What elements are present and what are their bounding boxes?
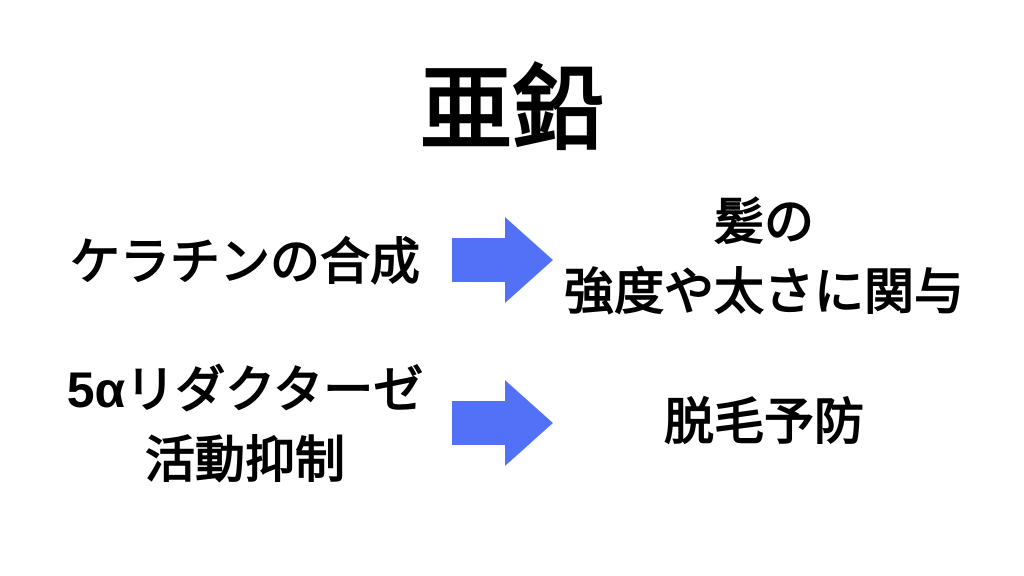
row2-effect-line1: 脱毛予防 <box>664 394 864 450</box>
row2-cause-line2: 活動抑制 <box>145 432 345 488</box>
row2-cause-line1: 5αリダクターゼ <box>66 362 424 418</box>
row1-cause-line1: ケラチンの合成 <box>70 234 420 290</box>
right-arrow-shape <box>452 217 553 303</box>
row1-effect-label: 髪の 強度や太さに関与 <box>538 187 990 327</box>
right-arrow-icon <box>452 380 553 466</box>
right-arrow-icon <box>452 217 553 303</box>
row1-cause-label: ケラチンの合成 <box>20 227 470 297</box>
row2-effect-label: 脱毛予防 <box>538 387 990 457</box>
row2-cause-label: 5αリダクターゼ 活動抑制 <box>20 355 470 495</box>
page-title: 亜鉛 <box>419 59 604 161</box>
row1-effect-line1: 髪の <box>714 194 814 250</box>
right-arrow-shape <box>452 380 553 466</box>
row1-effect-line2: 強度や太さに関与 <box>564 264 964 320</box>
